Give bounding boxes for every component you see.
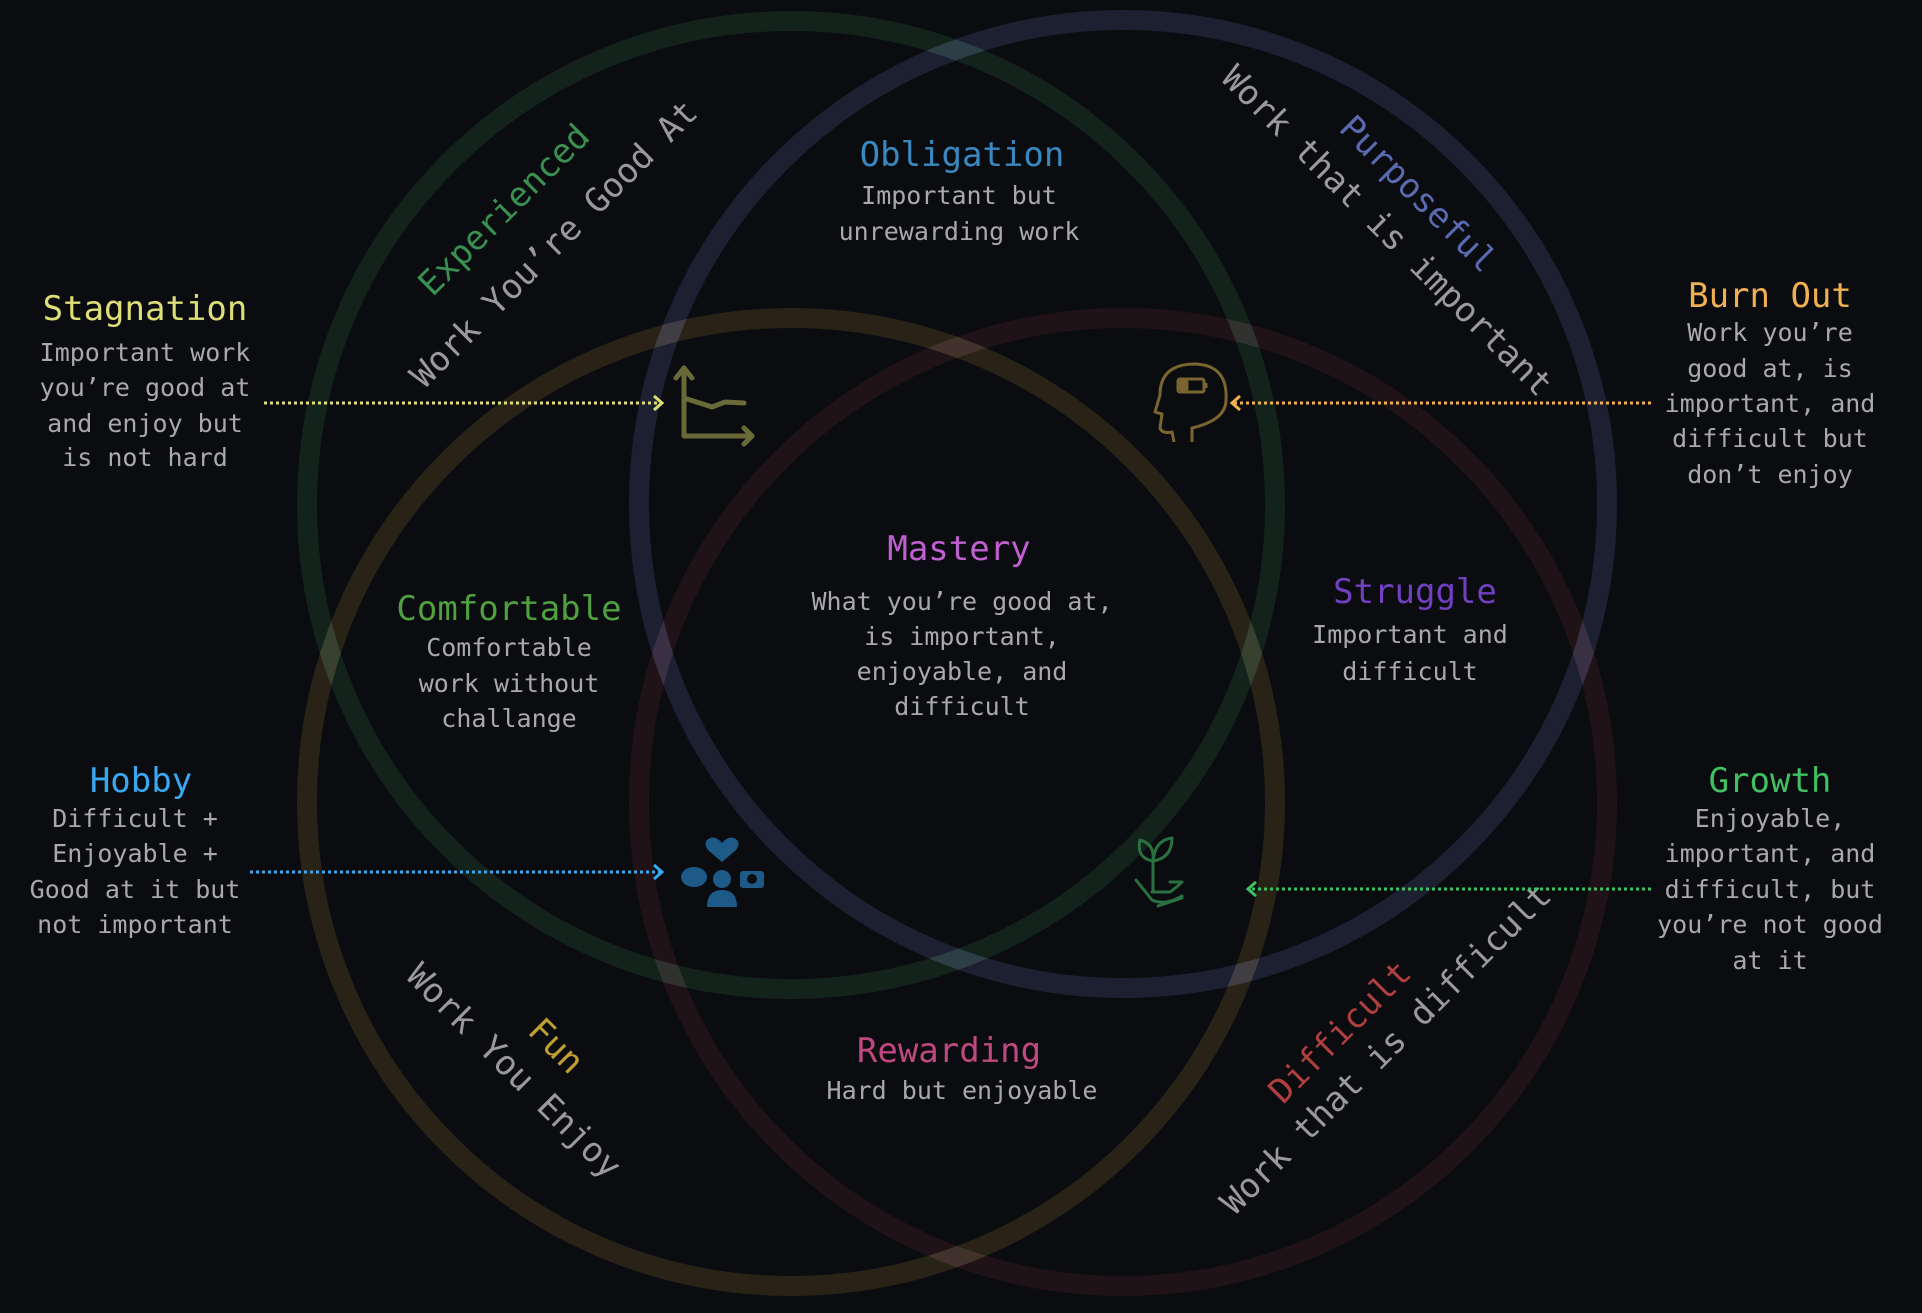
region-line: is important,: [864, 622, 1060, 651]
callout-line: and enjoy but: [47, 409, 243, 438]
callout-growth: Growth Enjoyable, important, and difficu…: [1134, 761, 1883, 975]
callout-line: important, and: [1665, 839, 1876, 868]
plant-in-hand-icon: [1134, 836, 1184, 908]
callout-line: not important: [37, 910, 233, 939]
circle-important: [629, 10, 1617, 998]
region-line: Comfortable: [426, 633, 592, 662]
callout-line: Important work: [40, 338, 251, 367]
region-struggle: Struggle Important and difficult: [1312, 572, 1508, 686]
circle-difficult: [629, 308, 1617, 1296]
callout-title: Hobby: [90, 761, 192, 801]
region-title: Mastery: [887, 529, 1030, 569]
callout-line: is not hard: [62, 443, 228, 472]
region-title: Rewarding: [857, 1031, 1041, 1071]
callout-line: Work you’re: [1687, 318, 1853, 347]
region-line: What you’re good at,: [811, 587, 1112, 616]
region-title: Obligation: [860, 135, 1065, 175]
callout-line: don’t enjoy: [1687, 460, 1853, 489]
callout-line: Good at it but: [30, 875, 241, 904]
callout-hobby: Hobby Difficult + Enjoyable + Good at it…: [30, 761, 764, 939]
region-title: Comfortable: [396, 589, 621, 629]
head-low-battery-icon: [1153, 362, 1228, 443]
callout-line: Difficult +: [52, 804, 218, 833]
region-title: Struggle: [1333, 572, 1497, 612]
region-line: Important and: [1312, 620, 1508, 649]
callout-line: at it: [1732, 946, 1807, 975]
callout-line: difficult, but: [1665, 875, 1876, 904]
region-line: difficult: [894, 692, 1029, 721]
region-line: Hard but enjoyable: [827, 1076, 1098, 1105]
region-line: unrewarding work: [839, 217, 1080, 246]
callout-line: difficult but: [1672, 424, 1868, 453]
region-obligation: Obligation Important but unrewarding wor…: [839, 135, 1080, 246]
circle-good-at: [297, 11, 1285, 999]
callout-stagnation: Stagnation Important work you’re good at…: [40, 289, 755, 472]
arrowhead: [653, 394, 665, 412]
callout-line: you’re not good: [1657, 910, 1883, 939]
region-line: difficult: [1342, 657, 1477, 686]
region-line: Important but: [861, 181, 1057, 210]
circle-enjoy: [297, 308, 1285, 1296]
arrowhead: [653, 863, 665, 881]
region-line: enjoyable, and: [857, 657, 1068, 686]
region-line: work without: [419, 669, 600, 698]
region-line: challange: [441, 704, 576, 733]
region-comfortable: Comfortable Comfortable work without cha…: [396, 589, 621, 733]
chart-plateau-icon: [673, 365, 755, 447]
hobby-person-icon: [681, 837, 764, 907]
arrowhead: [1245, 880, 1257, 898]
callout-line: Enjoyable +: [52, 839, 218, 868]
callout-title: Stagnation: [43, 289, 248, 329]
callout-line: good at, is: [1687, 354, 1853, 383]
callout-title: Growth: [1709, 761, 1832, 801]
callout-line: important, and: [1665, 389, 1876, 418]
callout-line: Enjoyable,: [1695, 804, 1846, 833]
callout-line: you’re good at: [40, 373, 251, 402]
region-mastery: Mastery What you’re good at, is importan…: [811, 529, 1112, 721]
arrowhead: [1229, 394, 1241, 412]
callout-title: Burn Out: [1688, 276, 1852, 316]
callout-burnout: Burn Out Work you’re good at, is importa…: [1153, 276, 1876, 489]
region-rewarding: Rewarding Hard but enjoyable: [827, 1031, 1098, 1105]
